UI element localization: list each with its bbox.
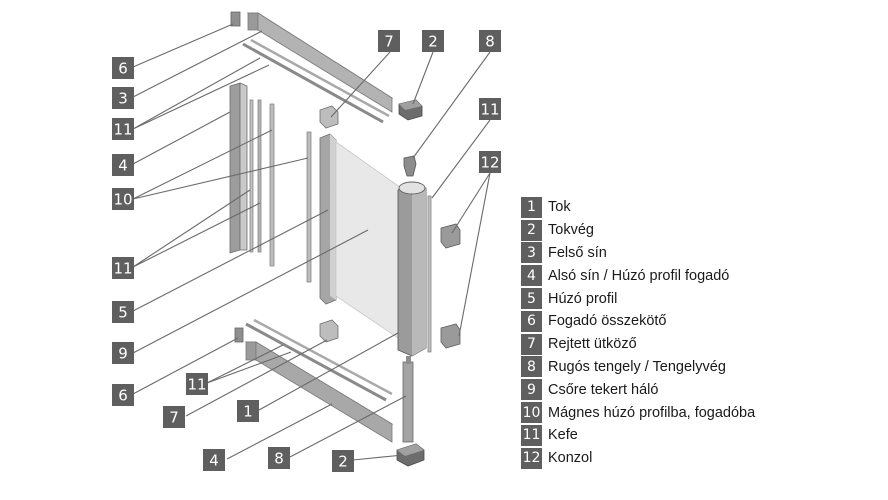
callout-number: 7	[384, 33, 394, 51]
legend-number: 11	[521, 424, 542, 446]
callout-number: 11	[187, 376, 206, 394]
legend-label: Kefe	[548, 427, 578, 444]
top-hidden-stop	[319, 105, 339, 129]
legend-number: 3	[521, 242, 542, 264]
callout-number: 11	[113, 260, 132, 278]
legend-label: Rejtett ütköző	[548, 336, 637, 353]
legend-number: 10	[521, 402, 542, 424]
callout-number: 2	[428, 33, 438, 51]
legend-item: 1 Tok	[521, 196, 821, 219]
legend-number: 12	[521, 447, 542, 469]
legend-item: 4 Alsó sín / Húzó profil fogadó	[521, 264, 821, 287]
callout-badge-c12: 12	[479, 151, 501, 173]
legend-item: 5 Húzó profil	[521, 287, 821, 310]
legend-label: Tok	[548, 199, 571, 216]
legend-number: 7	[521, 333, 542, 355]
legend-label: Felső sín	[548, 244, 607, 261]
legend-label: Alsó sín / Húzó profil fogadó	[548, 267, 730, 284]
callout-badge-c4b: 4	[203, 449, 225, 471]
legend-item: 11 Kefe	[521, 424, 821, 447]
callout-badge-c11c: 11	[186, 373, 208, 395]
callout-badge-c9: 9	[112, 342, 134, 364]
right-brush	[427, 195, 432, 353]
bottom-connector	[234, 327, 244, 343]
callout-number: 2	[338, 453, 348, 471]
callout-number: 9	[118, 345, 128, 363]
callout-badge-c7a: 7	[378, 30, 400, 52]
bottom-hidden-stop	[319, 319, 339, 343]
callout-number: 6	[118, 387, 128, 405]
top-brushes	[242, 38, 390, 124]
left-strips	[249, 99, 275, 267]
legend-number: 1	[521, 196, 542, 218]
callout-number: 10	[113, 191, 132, 209]
legend-label: Konzol	[548, 450, 593, 467]
callout-number: 1	[243, 403, 253, 421]
callout-badge-c8a: 8	[479, 30, 501, 52]
callout-badge-c8b: 8	[268, 447, 290, 469]
callout-badge-c4a: 4	[112, 154, 134, 176]
parts-group	[229, 11, 461, 467]
callout-badge-c11b: 11	[112, 257, 134, 279]
callout-number: 5	[118, 304, 128, 322]
top-spring-shaft	[403, 155, 417, 177]
legend-label: Fogadó összekötő	[548, 313, 667, 330]
callout-badge-c7b: 7	[163, 406, 185, 428]
legend-item: 7 Rejtett ütköző	[521, 333, 821, 356]
legend-label: Rugós tengely / Tengelyvég	[548, 358, 726, 375]
legend-item: 2 Tokvég	[521, 219, 821, 242]
callout-badge-c2b: 2	[332, 450, 354, 472]
callout-badge-c11d: 11	[479, 98, 501, 120]
parts-legend: 1 Tok 2 Tokvég 3 Felső sín 4 Alsó sín / Húzó pr…	[521, 196, 821, 470]
legend-number: 5	[521, 288, 542, 310]
legend-item: 12 Konzol	[521, 447, 821, 470]
callout-badge-c11a: 11	[112, 118, 134, 140]
legend-number: 4	[521, 265, 542, 287]
top-end-cap	[398, 99, 423, 121]
callout-badge-c3: 3	[112, 87, 134, 109]
callout-number: 6	[118, 60, 128, 78]
legend-label: Húzó profil	[548, 290, 618, 307]
callout-badge-c6a: 6	[112, 57, 134, 79]
callout-number: 8	[274, 450, 284, 468]
legend-label: Mágnes húzó profilba, fogadóba	[548, 404, 756, 421]
legend-number: 9	[521, 379, 542, 401]
left-receiver-profile	[229, 82, 248, 254]
top-connector	[230, 11, 241, 27]
legend-number: 8	[521, 356, 542, 378]
callout-number: 3	[118, 90, 128, 108]
top-rail	[246, 12, 394, 113]
legend-item: 3 Felső sín	[521, 242, 821, 265]
callout-number: 11	[113, 121, 132, 139]
legend-label: Tokvég	[548, 222, 594, 239]
callout-number: 4	[118, 157, 128, 175]
legend-number: 6	[521, 310, 542, 332]
callout-badge-c1: 1	[237, 400, 259, 422]
callout-badge-c10: 10	[112, 188, 134, 210]
leader-lines	[132, 23, 491, 461]
callout-badge-c2a: 2	[422, 30, 444, 52]
bottom-brushes	[245, 318, 393, 402]
callout-number: 4	[209, 452, 219, 470]
callout-number: 8	[485, 33, 495, 51]
legend-label: Csőre tekert háló	[548, 381, 659, 398]
brackets	[440, 223, 461, 349]
housing-tube	[397, 181, 427, 357]
pull-profile	[306, 131, 337, 305]
callout-badge-c6b: 6	[112, 384, 134, 406]
bottom-spring-shaft	[402, 356, 414, 443]
legend-item: 8 Rugós tengely / Tengelyvég	[521, 356, 821, 379]
callout-number: 12	[480, 154, 499, 172]
legend-item: 6 Fogadó összekötő	[521, 310, 821, 333]
legend-item: 10 Mágnes húzó profilba, fogadóba	[521, 401, 821, 424]
callout-badge-c5: 5	[112, 301, 134, 323]
callout-number: 7	[169, 409, 179, 427]
callout-number: 11	[480, 101, 499, 119]
legend-number: 2	[521, 219, 542, 241]
legend-item: 9 Csőre tekert háló	[521, 378, 821, 401]
bottom-rail	[244, 341, 394, 443]
bottom-end-cap	[396, 443, 425, 467]
